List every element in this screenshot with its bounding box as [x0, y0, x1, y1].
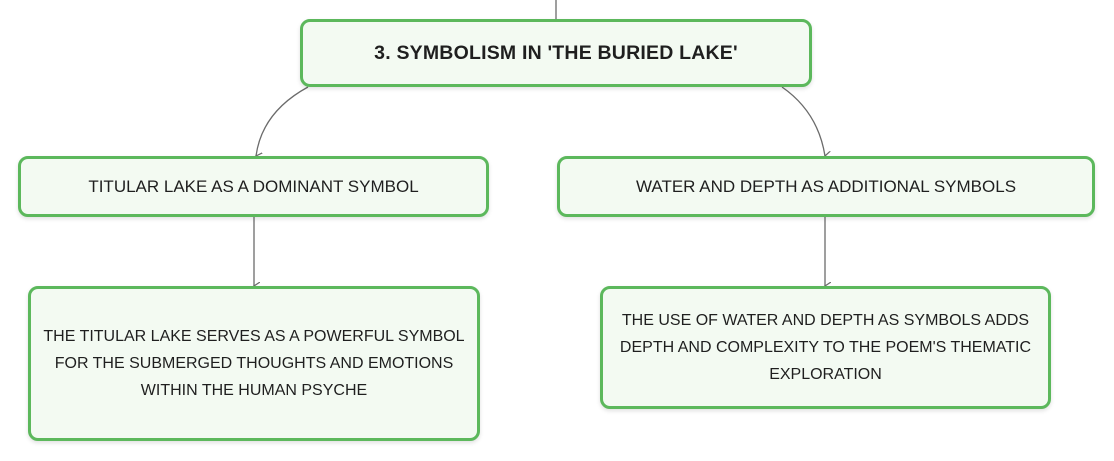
branch-node-titular-lake[interactable]: TITULAR LAKE AS A DOMINANT SYMBOL — [18, 156, 489, 217]
branch-node-label: WATER AND DEPTH AS ADDITIONAL SYMBOLS — [635, 176, 1017, 196]
leaf-node-label: THE TITULAR LAKE SERVES AS A POWERFUL SY… — [43, 328, 465, 399]
branch-node-label: TITULAR LAKE AS A DOMINANT SYMBOL — [88, 176, 419, 196]
connector-root-to-left-branch — [256, 86, 309, 156]
root-node[interactable]: 3. SYMBOLISM IN 'THE BURIED LAKE' — [300, 19, 812, 87]
leaf-node-titular-lake-detail[interactable]: THE TITULAR LAKE SERVES AS A POWERFUL SY… — [28, 286, 480, 441]
leaf-node-water-depth-detail[interactable]: THE USE OF WATER AND DEPTH AS SYMBOLS AD… — [600, 286, 1051, 409]
root-node-label: 3. SYMBOLISM IN 'THE BURIED LAKE' — [374, 41, 738, 64]
leaf-node-label: THE USE OF WATER AND DEPTH AS SYMBOLS AD… — [619, 312, 1032, 383]
branch-node-water-and-depth[interactable]: WATER AND DEPTH AS ADDITIONAL SYMBOLS — [557, 156, 1095, 217]
connector-root-to-right-branch — [781, 86, 825, 156]
